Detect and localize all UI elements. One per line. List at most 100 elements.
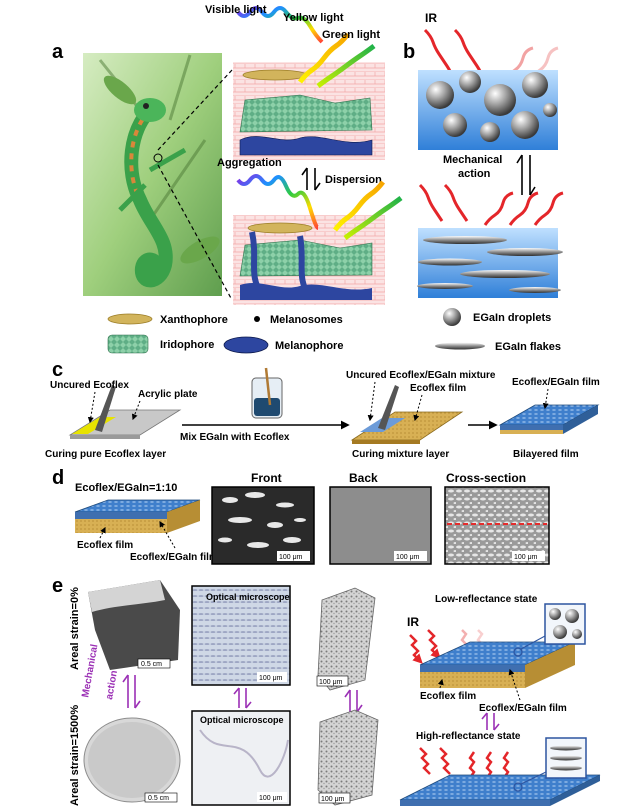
skin-schematic-aggregated [233,215,385,305]
scalebar-cm-1 [137,658,171,669]
droplets-label: EGaIn droplets [473,312,551,324]
ir-waves-low [409,629,484,664]
mechanical-label-e-1: Mechanical [80,643,100,698]
yellow-light-label: Yellow light [283,12,344,24]
ecoflex-film-label-c: Ecoflex film [410,383,466,394]
panel-c-label: c [52,359,63,381]
melanophore-legend-icon [223,336,269,354]
xanthophore-legend-icon [107,313,153,325]
scalebar-back [394,551,427,561]
scalebar-front [277,551,310,561]
scalebar-um-4 [318,792,351,804]
uncured-mixture-label: Uncured Ecoflex/EGaIn mixture [346,370,496,381]
optical-micrograph-2 [191,710,291,806]
scalebar-um-2-label: 100 μm [259,795,283,802]
melanosomes-label: Melanosomes [270,314,343,326]
scalebar-cm-2 [144,792,178,803]
legend-b: EGaIn droplets EGaIn flakes [435,308,561,353]
strain-1500-label: Areal strain=1500% [69,705,81,806]
scalebar-um-1 [257,672,287,682]
panel-a-label: a [52,41,64,63]
ecoflex-film-label-d: Ecoflex film [77,540,133,551]
ct-render-2 [317,709,379,806]
melanophore-shape [239,136,373,156]
film-low-reflectance [419,641,576,688]
aggregation-label: Aggregation [217,157,282,169]
ir-waves-in-b [423,28,485,79]
strain-0-label: Areal strain=0% [69,587,81,670]
visible-light-label: Visible light [205,4,267,16]
acrylic-plate-label: Acrylic plate [138,389,198,400]
equilibrium-arrows-e2 [233,687,252,709]
ir-label-b: IR [425,11,437,25]
caption-curing-pure: Curing pure Ecoflex layer [45,449,166,460]
egain-film-label-e: Ecoflex/EGaIn film [479,703,567,714]
legend-a: Xanthophore Melanosomes Iridophore Melan… [107,313,343,354]
melanosome-legend-icon [254,316,260,322]
front-title: Front [251,471,282,485]
cross-section-title: Cross-section [446,471,526,485]
scalebar-cm-2-label: 0.5 cm [148,795,169,802]
step2-plate [350,385,464,444]
flake-legend-icon [435,342,485,350]
film-high-reflectance [399,774,601,806]
step1-plate [68,385,182,439]
uncured-ecoflex-label: Uncured Ecoflex [50,380,129,391]
melanophore-label: Melanophore [275,340,343,352]
mechanical-label-b-2: action [458,168,491,180]
scalebar-um-3-label: 100 μm [319,679,343,686]
ratio-label: Ecoflex/EGaIn=1:10 [75,482,177,494]
scalebar-back-label: 100 μm [396,554,420,561]
optical-label-1: Optical microscope [206,592,290,602]
scalebar-cm-1-label: 0.5 cm [141,661,162,668]
scalebar-um-4-label: 100 μm [321,796,345,803]
equilibrium-arrows-e1 [122,674,141,709]
result-film-label: Ecoflex/EGaIn film [512,377,600,388]
caption-bilayer: Bilayered film [513,449,579,460]
scalebar-um-1-label: 100 μm [259,675,283,682]
mixing-jar [251,367,283,419]
droplet-film [418,70,558,150]
scalebar-um-2 [257,792,287,802]
xanthophore-shape [242,69,308,81]
green-light-label: Green light [322,29,380,41]
xanthophore-label: Xanthophore [160,314,228,326]
mix-label: Mix EGaIn with Ecoflex [180,432,290,443]
optical-micrograph-1 [191,585,291,686]
yellow-light-wave [298,32,350,84]
ir-waves-high [419,747,510,779]
flake-film [417,228,563,298]
green-light-wave [316,43,376,89]
iridophore-legend-icon [107,334,149,354]
iridophore-label: Iridophore [160,339,214,351]
bilayer-block [74,499,201,533]
panel-b-label: b [403,41,415,63]
iridophore-shape [239,94,373,133]
skin-schematic-dispersed [233,62,385,160]
step3-film [498,404,600,434]
back-title: Back [349,471,378,485]
film-photo-stretched [83,717,181,803]
ecoflex-film-label-e: Ecoflex film [420,691,476,702]
optical-label-2: Optical microscope [200,715,284,725]
panel-e-label: e [52,575,63,597]
mechanical-label-b-1: Mechanical [443,154,502,166]
flakes-label: EGaIn flakes [495,341,561,353]
ir-label-e: IR [407,615,419,629]
film-photo-unstretched [88,580,180,670]
scalebar-um-3 [316,675,349,687]
dispersion-label: Dispersion [325,174,382,186]
egain-film-label-d: Ecoflex/EGaIn film [130,552,218,563]
caption-curing-mix: Curing mixture layer [352,449,449,460]
front-flakes [218,492,306,548]
equilibrium-arrows-b [516,154,536,196]
ir-waves-reflected-b [418,183,564,226]
scalebar-front-label: 100 μm [279,554,303,561]
panel-d-label: d [52,467,64,489]
mechanical-label-e-2: action [104,670,120,701]
high-reflectance-label: High-reflectance state [416,731,521,742]
scalebar-cross [512,551,545,561]
droplet-legend-icon [443,308,461,326]
equilibrium-arrows-e3 [344,689,363,713]
